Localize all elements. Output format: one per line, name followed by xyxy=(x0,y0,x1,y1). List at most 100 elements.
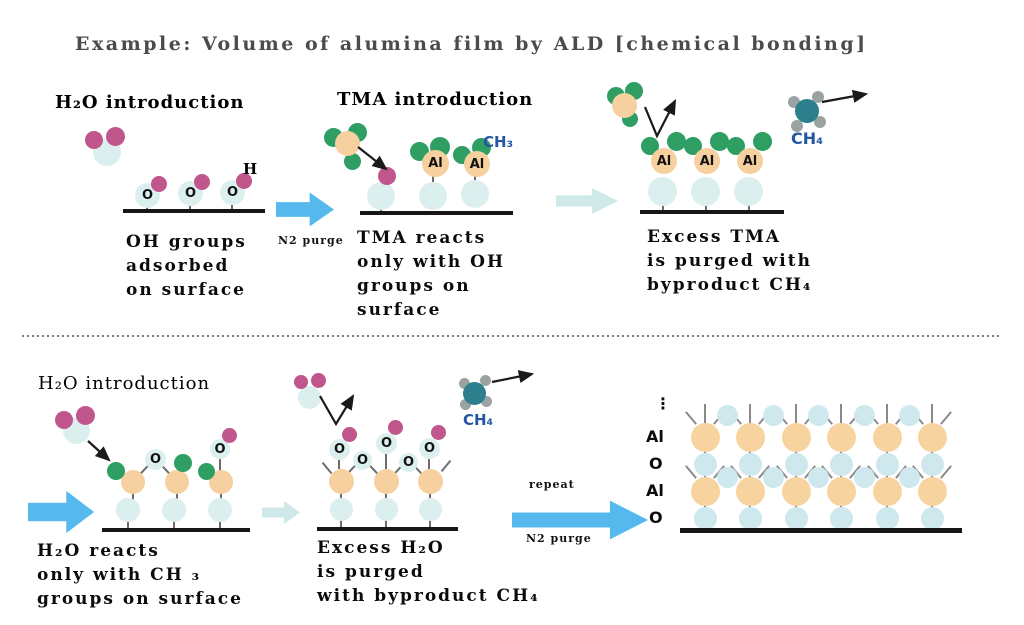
ch4-carbon xyxy=(463,382,486,405)
aluminum-atom: Al xyxy=(694,148,720,174)
hydroxyl-hydrogen xyxy=(431,425,446,440)
aluminum-atom xyxy=(826,476,856,506)
oxygen-atom xyxy=(738,452,762,476)
substrate-surface-line xyxy=(680,528,962,533)
aluminum-atom xyxy=(690,422,720,452)
bridging-oxygen xyxy=(853,404,875,426)
aluminum-atom xyxy=(329,469,354,494)
oxygen-atom xyxy=(875,506,899,530)
bridging-oxygen xyxy=(762,404,784,426)
methyl-group xyxy=(667,132,686,151)
aluminum-label: Al xyxy=(656,153,672,169)
ch3-label: CH₃ xyxy=(483,133,514,151)
aluminum-atom xyxy=(872,476,902,506)
oxygen-atom xyxy=(920,452,944,476)
oxygen-atom xyxy=(162,498,186,522)
bridging-oxygen: O xyxy=(399,453,418,472)
h2o-introduction-heading-2: H₂O introduction xyxy=(38,373,211,394)
oxygen-label: O xyxy=(149,452,162,467)
oxygen-atom xyxy=(375,498,398,521)
hydroxyl-hydrogen xyxy=(194,174,210,190)
water-molecule-hydrogen xyxy=(294,375,308,389)
bond-stick xyxy=(432,176,434,184)
h2o-pulse-arrow xyxy=(28,490,94,534)
aluminum-atom: Al xyxy=(651,148,677,174)
hydroxyl-oxygen: O xyxy=(210,439,230,459)
bond-stick xyxy=(220,492,222,500)
panel2-caption: TMA reacts only with OH groups on surfac… xyxy=(357,228,506,320)
substrate-surface-line xyxy=(102,528,250,532)
bridging-oxygen xyxy=(808,404,829,426)
oxygen-atom xyxy=(648,177,677,206)
film-label-o2: O xyxy=(649,508,663,527)
substrate-surface-line xyxy=(123,209,265,213)
oxygen-atom xyxy=(875,452,899,476)
bond-stick xyxy=(321,461,333,475)
bond-stick xyxy=(132,492,134,500)
water-molecule-hydrogen xyxy=(311,373,326,388)
bridging-oxygen xyxy=(717,404,738,426)
oxygen-atom xyxy=(829,452,853,476)
film-label-al2: Al xyxy=(646,481,664,500)
ch4-hydrogen xyxy=(814,116,826,128)
ch4-label: CH₄ xyxy=(463,411,494,429)
hydroxyl-oxygen: O xyxy=(419,438,440,459)
purge-arrow-pale-2 xyxy=(262,501,300,524)
ch4-hydrogen xyxy=(460,399,471,410)
oxygen-label: O xyxy=(380,436,393,451)
oxygen-atom xyxy=(829,506,853,530)
bond-stick xyxy=(940,411,952,425)
page-title: Example: Volume of alumina film by ALD [… xyxy=(75,33,868,55)
bond-stick xyxy=(340,492,342,499)
purge-arrow-pale xyxy=(556,188,618,214)
bond-stick xyxy=(429,520,431,528)
substrate-surface-line xyxy=(317,527,458,531)
aluminum-atom xyxy=(917,422,947,452)
n2-purge-label: N2 purge xyxy=(278,234,344,247)
bridging-oxygen xyxy=(853,466,875,488)
bond-stick xyxy=(685,411,697,425)
oxygen-atom xyxy=(116,498,140,522)
row-divider xyxy=(22,335,1000,337)
bond-stick xyxy=(429,492,431,499)
oxygen-atom xyxy=(691,177,720,206)
bridging-oxygen xyxy=(899,404,920,426)
bond-stick xyxy=(338,459,340,469)
bottom-panel1-caption: H₂O reacts only with CH ₃ groups on surf… xyxy=(37,541,243,609)
oxygen-atom xyxy=(784,506,808,530)
methyl-group xyxy=(344,153,361,170)
ch4-escape-arrow-bottom xyxy=(491,370,535,384)
film-label-ellipsis: ⋮ xyxy=(655,394,671,413)
aluminum-label: Al xyxy=(699,153,715,169)
aluminum-atom xyxy=(735,476,765,506)
methyl-group xyxy=(107,462,125,480)
aluminum-atom xyxy=(690,476,720,506)
hydrogen-label: H xyxy=(243,160,259,178)
bridging-oxygen: O xyxy=(353,451,372,470)
bond-stick xyxy=(340,520,342,528)
n2-purge-arrow xyxy=(276,192,334,227)
h2o-attack-arrow xyxy=(87,440,111,462)
hydroxyl-hydrogen xyxy=(378,167,396,185)
ch4-carbon xyxy=(795,99,819,123)
ch4-hydrogen xyxy=(791,120,803,132)
water-molecule-oxygen xyxy=(298,386,321,409)
hydroxyl-hydrogen xyxy=(151,176,167,192)
bond-stick xyxy=(219,458,221,471)
water-molecule-hydrogen xyxy=(85,131,103,149)
bond-stick xyxy=(173,520,175,529)
bridging-oxygen xyxy=(899,466,920,488)
aluminum-atom xyxy=(121,470,145,494)
aluminum-label: Al xyxy=(428,156,443,171)
bond-stick xyxy=(748,205,750,212)
bond-stick xyxy=(127,520,129,529)
oxygen-atom xyxy=(784,452,808,476)
oxygen-label: O xyxy=(141,188,154,203)
aluminum-atom: Al xyxy=(464,151,490,177)
ch4-hydrogen xyxy=(480,375,491,386)
bond-stick xyxy=(385,492,387,499)
hydroxyl-oxygen: O xyxy=(376,433,397,454)
bond-stick xyxy=(474,176,476,182)
bond-stick xyxy=(428,459,430,469)
water-molecule-hydrogen xyxy=(55,411,73,429)
